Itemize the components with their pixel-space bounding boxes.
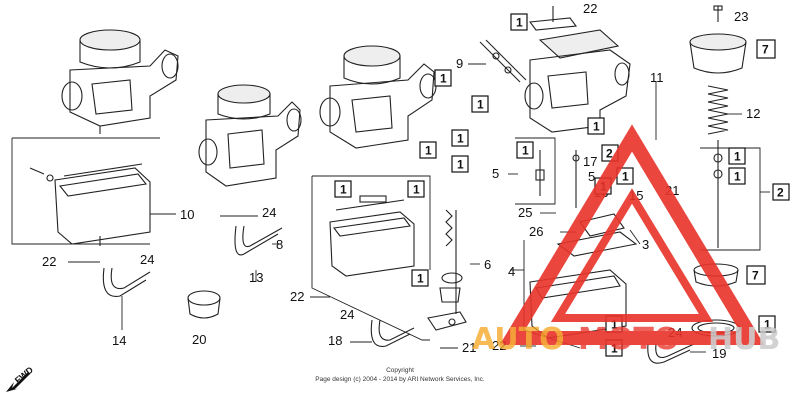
svg-text:2: 2 bbox=[606, 147, 613, 161]
callout-18: 18 bbox=[328, 333, 342, 348]
boxed-label: 1 bbox=[758, 315, 776, 333]
svg-text:1: 1 bbox=[440, 72, 447, 86]
callout-14: 14 bbox=[112, 333, 126, 348]
callout-22-top: 22 bbox=[583, 1, 597, 16]
svg-text:1: 1 bbox=[457, 132, 464, 146]
callout-20: 20 bbox=[192, 332, 206, 347]
callout-11: 11 bbox=[650, 70, 664, 85]
svg-text:1: 1 bbox=[522, 144, 529, 158]
boxed-label: 1 bbox=[334, 180, 352, 198]
boxed-labels: 1 1 1 1 1 1 1 2 1 1 1 2 1 1 1 1 1 7 1 1 … bbox=[334, 13, 790, 357]
forward-direction-indicator: FWD bbox=[6, 364, 35, 392]
callout-5-inner: 5 bbox=[588, 169, 595, 184]
boxed-label: 7 bbox=[756, 39, 776, 59]
callout-9: 9 bbox=[456, 56, 463, 71]
fwd-label: FWD bbox=[13, 364, 36, 385]
boxed-label: 1 bbox=[411, 269, 429, 287]
float-chamber-10 bbox=[29, 163, 151, 246]
callout-13: 13 bbox=[249, 270, 263, 285]
boxed-label: 2 bbox=[772, 183, 790, 201]
callout-24-mid: 24 bbox=[340, 307, 354, 322]
boxed-label: 1 bbox=[510, 13, 528, 31]
float-chamber-8 bbox=[329, 195, 415, 277]
boxed-label: 1 bbox=[471, 95, 489, 113]
boxed-label: 1 bbox=[419, 141, 437, 159]
needle-16 bbox=[572, 150, 580, 208]
callout-4: 4 bbox=[508, 264, 515, 279]
boxed-label: 1 bbox=[434, 69, 452, 87]
boxed-label: 1 bbox=[451, 155, 469, 173]
screw-23 bbox=[713, 5, 723, 22]
svg-text:2: 2 bbox=[777, 186, 784, 200]
callout-5: 5 bbox=[492, 166, 499, 181]
callout-22-left: 22 bbox=[42, 254, 56, 269]
watermark-triangle-inner bbox=[550, 188, 714, 322]
copyright-line-1: Copyright bbox=[386, 367, 414, 374]
boxed-label: 1 bbox=[728, 167, 746, 185]
boxed-label: 1 bbox=[516, 141, 534, 159]
callout-23: 23 bbox=[734, 9, 748, 24]
svg-text:1: 1 bbox=[734, 170, 741, 184]
svg-text:1: 1 bbox=[611, 318, 618, 332]
callout-17: 17 bbox=[583, 154, 597, 169]
callout-24-upper: 24 bbox=[262, 205, 276, 220]
svg-text:1: 1 bbox=[734, 150, 741, 164]
carburetor-assembly-c bbox=[319, 45, 437, 149]
screw-22-top bbox=[528, 6, 578, 31]
hose-13 bbox=[234, 225, 283, 256]
svg-text:1: 1 bbox=[413, 183, 420, 197]
boxed-label: 1 bbox=[451, 129, 469, 147]
svg-text:1: 1 bbox=[457, 158, 464, 172]
callout-10: 10 bbox=[180, 207, 194, 222]
callout-8: 8 bbox=[276, 237, 283, 252]
pilot-jet-5 bbox=[535, 150, 545, 196]
svg-text:1: 1 bbox=[425, 144, 432, 158]
boxed-label: 1 bbox=[616, 167, 634, 185]
boxed-label: 7 bbox=[746, 265, 766, 285]
carburetor-assembly-d bbox=[524, 29, 631, 133]
watermark-text-moto: MOTO bbox=[578, 322, 679, 357]
callout-22-mid: 22 bbox=[290, 289, 304, 304]
carburetor-assembly-b bbox=[198, 84, 302, 187]
boxed-label: 1 bbox=[728, 147, 746, 165]
svg-text:1: 1 bbox=[611, 342, 618, 356]
callout-24-left: 24 bbox=[140, 252, 154, 267]
hose-19 bbox=[647, 343, 695, 364]
watermark-text-auto: AUTO bbox=[472, 322, 565, 357]
piston-spring-assembly bbox=[689, 33, 747, 248]
callout-25: 25 bbox=[518, 205, 532, 220]
svg-text:7: 7 bbox=[762, 43, 769, 57]
callout-12: 12 bbox=[746, 106, 760, 121]
svg-text:1: 1 bbox=[764, 318, 771, 332]
callout-labels: 22 23 9 11 12 10 5 17 5 16 15 21 24 25 3… bbox=[42, 1, 760, 361]
boxed-label: 1 bbox=[587, 117, 605, 135]
copyright-line-2: Page design (c) 2004 - 2014 by ARI Netwo… bbox=[315, 376, 485, 383]
svg-text:1: 1 bbox=[477, 98, 484, 112]
jet-parts-9 bbox=[479, 39, 527, 83]
watermark-text-hub: HUB bbox=[708, 322, 780, 357]
watermark-triangle-outer bbox=[499, 124, 765, 345]
automotohub-watermark-logo: AUTO MOTO HUB bbox=[472, 124, 780, 357]
callout-26: 26 bbox=[529, 224, 543, 239]
svg-text:1: 1 bbox=[340, 183, 347, 197]
float-needle-assembly-6 bbox=[427, 209, 467, 331]
svg-text:1: 1 bbox=[593, 120, 600, 134]
svg-text:7: 7 bbox=[752, 269, 759, 283]
svg-text:1: 1 bbox=[622, 170, 629, 184]
hose-18 bbox=[370, 319, 415, 348]
callout-21-lower: 21 bbox=[462, 340, 476, 355]
svg-text:1: 1 bbox=[516, 16, 523, 30]
boxed-label: 1 bbox=[407, 180, 425, 198]
svg-text:1: 1 bbox=[417, 272, 424, 286]
ring-20 bbox=[187, 290, 221, 319]
hose-14 bbox=[102, 267, 151, 297]
callout-3: 3 bbox=[642, 237, 649, 252]
callout-6: 6 bbox=[484, 257, 491, 272]
carburetor-assembly-a bbox=[61, 29, 179, 134]
callout-19: 19 bbox=[712, 346, 726, 361]
